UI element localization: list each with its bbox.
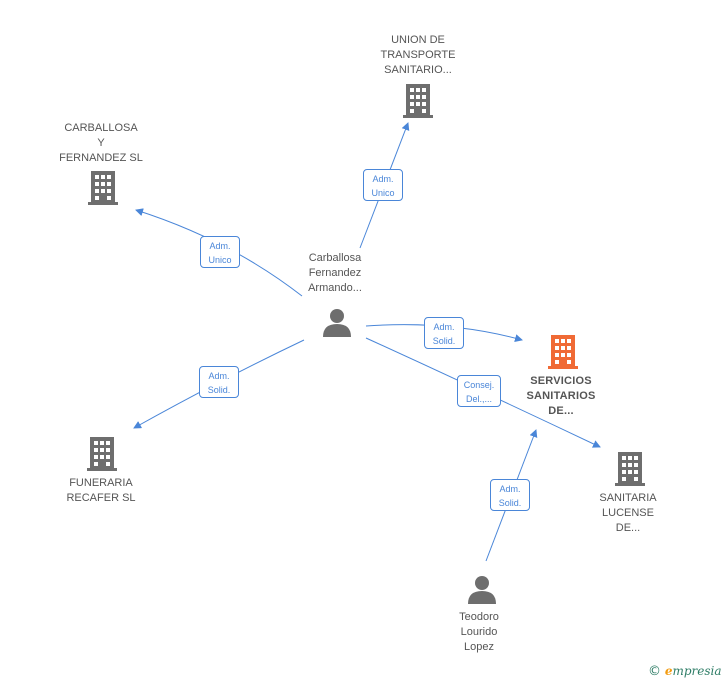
edge-label-to-funeraria[interactable]: Adm. Solid. [199,366,239,398]
node-label-person-main[interactable]: Carballosa Fernandez Armando... [308,252,362,294]
node-label-sanitaria[interactable]: SANITARIA LUCENSE DE... [599,492,657,534]
person-icon[interactable] [322,307,352,337]
edge-label-to-sanitaria[interactable]: Consej. Del.,... [457,375,501,407]
node-label-servicios[interactable]: SERVICIOS SANITARIOS DE... [526,375,596,417]
building-icon[interactable] [403,84,433,118]
brand-logo: © empresia [648,664,722,679]
building-icon[interactable] [88,171,118,205]
node-label-funeraria[interactable]: FUNERARIA RECAFER SL [66,477,136,504]
building-icon[interactable] [615,452,645,486]
copyright-symbol: © [648,664,661,679]
edge-label-teodoro-to-servicios[interactable]: Adm. Solid. [490,479,530,511]
building-icon[interactable] [548,335,578,369]
node-label-union[interactable]: UNION DE TRANSPORTE SANITARIO... [380,34,456,76]
building-icon[interactable] [87,437,117,471]
edge-label-to-carballosa[interactable]: Adm. Unico [200,236,240,268]
brand-name: mpresia [672,664,722,678]
edge-label-to-servicios[interactable]: Adm. Solid. [424,317,464,349]
person-icon[interactable] [467,574,497,604]
node-label-carballosa[interactable]: CARBALLOSA Y FERNANDEZ SL [59,122,143,164]
edge-label-to-union[interactable]: Adm. Unico [363,169,403,201]
node-label-teodoro[interactable]: Teodoro Lourido Lopez [459,611,499,653]
brand-initial: e [664,664,673,678]
